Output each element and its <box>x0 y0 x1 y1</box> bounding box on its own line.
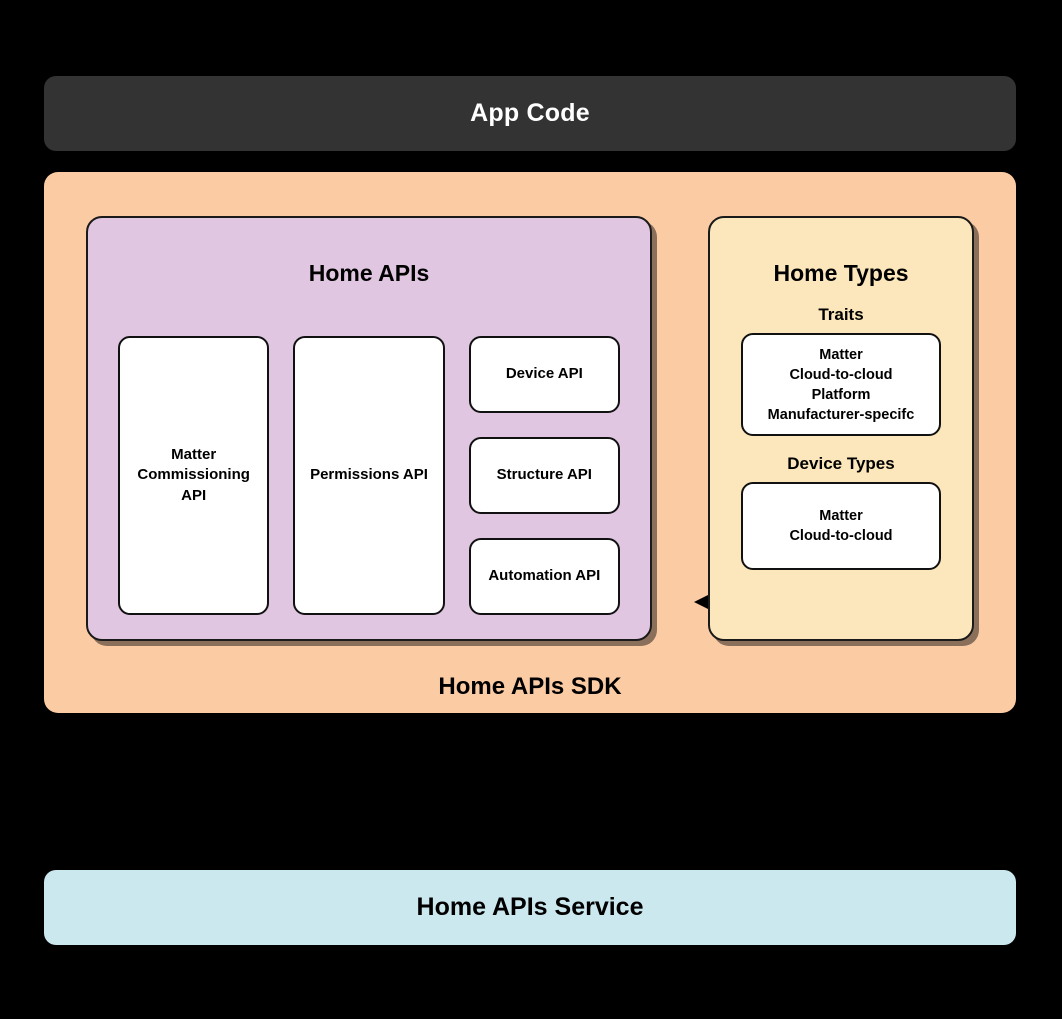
home-apis-card-grid: Matter Commissioning API Permissions API… <box>118 336 620 615</box>
automation-api-card: Automation API <box>468 538 620 615</box>
device-types-heading: Device Types <box>787 454 895 473</box>
home-apis-panel: Home APIs Matter Commissioning API Permi… <box>86 216 652 641</box>
matter-commissioning-api-card: Matter Commissioning API <box>118 336 270 615</box>
permissions-api-card: Permissions API <box>293 336 445 615</box>
traits-heading: Traits <box>818 305 864 324</box>
device-api-label: Device API <box>505 365 583 383</box>
device-types-list: Matter Cloud-to-cloud <box>789 508 893 544</box>
traits-card: Matter Cloud-to-cloud Platform Manufactu… <box>741 333 941 436</box>
structure-api-card: Structure API <box>468 437 620 514</box>
automation-api-label: Automation API <box>488 567 601 585</box>
permissions-api-label: Permissions API <box>310 466 428 484</box>
home-apis-sdk-caption: Home APIs SDK <box>438 673 622 700</box>
home-apis-service-block: Home APIs Service <box>44 870 1016 945</box>
device-types-card: Matter Cloud-to-cloud <box>741 482 941 570</box>
stacked-api-column: Device API Structure API Automation API <box>468 336 620 615</box>
home-types-title: Home Types <box>773 260 909 286</box>
app-code-block: App Code <box>44 76 1016 151</box>
structure-api-label: Structure API <box>496 466 592 484</box>
home-types-panel: Home Types Traits Matter Cloud-to-cloud … <box>708 216 974 641</box>
matter-commissioning-api-column: Matter Commissioning API <box>118 336 270 615</box>
app-code-label: App Code <box>470 99 590 127</box>
permissions-api-column: Permissions API <box>293 336 445 615</box>
home-apis-sdk-block: Home APIs Matter Commissioning API Permi… <box>44 172 1016 713</box>
traits-list: Matter Cloud-to-cloud Platform Manufactu… <box>767 346 915 423</box>
home-apis-service-label: Home APIs Service <box>416 893 644 921</box>
home-apis-title: Home APIs <box>308 260 430 286</box>
matter-commissioning-api-label: Matter Commissioning API <box>137 446 250 504</box>
device-api-card: Device API <box>468 336 620 413</box>
